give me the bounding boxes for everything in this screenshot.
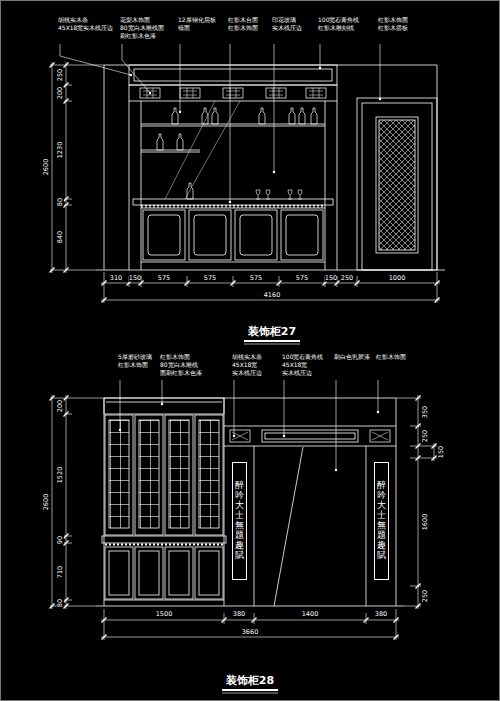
dimension-value: 150	[325, 275, 337, 282]
dimension-value: 380	[375, 611, 387, 618]
callout-text: 45X18宽	[282, 362, 307, 368]
callout-text: 实木线压边	[272, 25, 302, 31]
callout-text: 红影木饰面	[160, 354, 190, 360]
scroll-panel: 醉吟大士無题趣賦	[232, 462, 247, 580]
dimension-value: 710	[57, 566, 64, 578]
callout-text: 印花玻璃	[272, 17, 296, 23]
callout-text: 红影木饰面	[378, 17, 408, 23]
dimension-value: 150	[438, 446, 445, 458]
callout-text: 刷白色乳胶漆	[334, 354, 370, 360]
scroll-text: 醉吟大士無题趣賦	[235, 481, 244, 560]
scroll-panel: 醉吟大士無题趣賦	[374, 462, 389, 580]
dimension-value: 200	[57, 400, 64, 412]
callout-text: 100宽石膏角线	[282, 354, 323, 360]
callout-text: 45X18宽	[232, 362, 257, 368]
leader-dots	[119, 67, 381, 471]
dimension-value: 575	[250, 275, 262, 282]
scroll-text: 醉吟大士無题趣賦	[377, 481, 386, 560]
cabinet-27	[96, 65, 445, 270]
dimension-value: 2600	[43, 159, 50, 176]
dimension-value: 1400	[302, 611, 319, 618]
dimension-value: 1230	[57, 142, 64, 159]
callout-text: 80宽白木雕线	[160, 362, 198, 368]
callout-text: 刷红影木色漆	[120, 33, 156, 39]
leader-lines	[60, 44, 380, 470]
cabinet-28	[96, 398, 404, 606]
callout-text: 实木线压边	[282, 370, 312, 376]
dimension-value: 840	[57, 231, 64, 243]
callout-text: 100宽石膏角线	[318, 17, 359, 23]
callout-text: 红影木雕刻线	[318, 25, 354, 31]
dimension-value: 250	[57, 69, 64, 81]
callout-text: 红影木台面	[228, 17, 258, 23]
dimension-value: 1000	[389, 275, 406, 282]
callout-text: 红影木饰面	[228, 25, 258, 31]
callout-text: 5厚磨砂玻璃	[118, 354, 152, 360]
dimension-value: 4160	[264, 292, 281, 299]
title-underlines	[222, 341, 300, 693]
dimension-value: 1520	[57, 467, 64, 484]
drawing-title: 装饰柜27	[248, 326, 296, 337]
dimension-value: 575	[296, 275, 308, 282]
dimension-value: 310	[110, 275, 122, 282]
dimension-value: 250	[422, 430, 429, 442]
dimension-value: 3660	[242, 629, 259, 636]
callout-text: 红影木饰面	[376, 354, 406, 360]
dimension-value: 1500	[156, 611, 173, 618]
callout-text: 胡桃实木条	[232, 354, 262, 360]
dimension-value: 380	[233, 611, 245, 618]
dimension-value: 80	[57, 198, 64, 206]
callout-text: 面刷红影木色漆	[160, 370, 202, 376]
dimension-value: 350	[422, 406, 429, 418]
callout-text: 镜面	[178, 25, 190, 31]
dimension-value: 80	[57, 599, 64, 607]
callout-text: 花梨木饰面	[120, 17, 150, 23]
dimension-value: 575	[204, 275, 216, 282]
dimension-value: 150	[129, 275, 141, 282]
dimension-value: 575	[158, 275, 170, 282]
dimension-value: 200	[57, 87, 64, 99]
callout-text: 80宽白木雕线面	[120, 25, 164, 31]
callout-text: 实木线压边	[232, 370, 262, 376]
dimension-value: 90	[57, 536, 64, 544]
callout-text: 红影木搭板	[378, 25, 408, 31]
dimension-value: 2600	[43, 494, 50, 511]
callout-text: 45X18宽实木线压边	[58, 25, 113, 31]
dimension-value: 1600	[422, 514, 429, 531]
drawing-title: 装饰柜28	[226, 675, 274, 686]
callout-text: 红影木饰面	[118, 362, 148, 368]
callout-text: 胡桃实木条	[58, 17, 88, 23]
dimension-value: 250	[341, 275, 353, 282]
dimension-value: 250	[422, 590, 429, 602]
dimension-lines	[50, 62, 440, 640]
callout-text: 12厚钢化层板	[178, 17, 216, 23]
